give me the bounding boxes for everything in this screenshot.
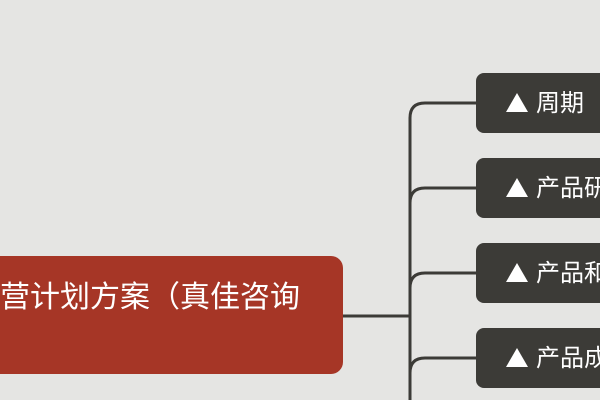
triangle-up-icon: [506, 348, 528, 367]
child-topic-node-1[interactable]: 周期: [476, 73, 600, 133]
triangle-up-icon: [506, 93, 528, 112]
child-topic-node-3[interactable]: 产品和: [476, 243, 600, 303]
root-topic-node[interactable]: 营计划方案（真佳咨询: [0, 256, 343, 374]
trunk-connector: [408, 101, 426, 400]
triangle-up-icon: [506, 178, 528, 197]
branch-connector-2: [408, 186, 478, 204]
child-topic-node-2[interactable]: 产品研: [476, 158, 600, 218]
child-topic-label-3: 产品和: [536, 259, 600, 287]
branch-connector-4: [408, 356, 478, 374]
child-topic-label-1: 周期: [536, 89, 584, 117]
root-topic-label: 营计划方案（真佳咨询: [0, 280, 300, 315]
child-topic-node-4[interactable]: 产品成: [476, 328, 600, 388]
child-topic-label-2: 产品研: [536, 174, 600, 202]
triangle-up-icon: [506, 263, 528, 282]
child-topic-label-4: 产品成: [536, 344, 600, 372]
branch-connector-3: [408, 271, 478, 289]
